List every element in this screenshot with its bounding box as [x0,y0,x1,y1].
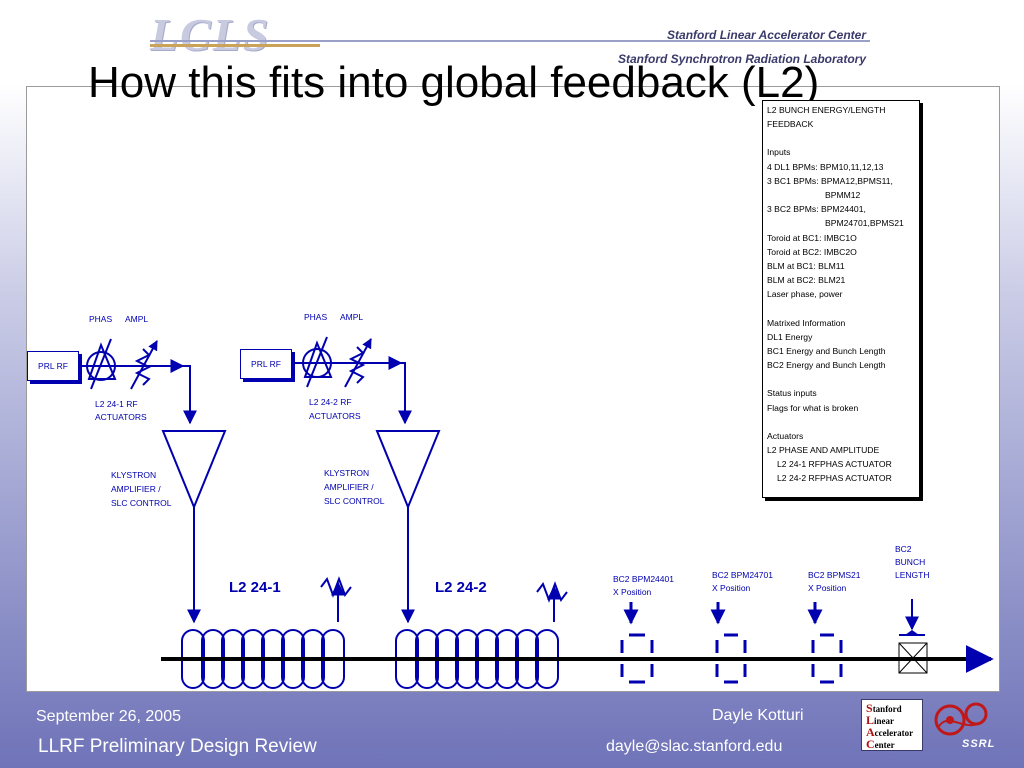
bpm-24701-symbol [710,602,747,684]
klystron-label-1c: SLC CONTROL [111,498,172,508]
bpm-24401-label-b: X Position [613,587,652,597]
actuators-label-1b: ACTUATORS [95,412,147,422]
footer-review: LLRF Preliminary Design Review [38,736,317,757]
info-line: L2 24-2 RFPHAS ACTUATOR [777,473,892,484]
info-line: L2 BUNCH ENERGY/LENGTH [767,105,886,115]
info-line: 4 DL1 BPMs: BPM10,11,12,13 [767,161,884,172]
station-2 [273,336,568,689]
phas-label-1: PHAS [89,314,113,324]
klystron-label-2a: KLYSTRON [324,468,370,478]
footer-author: Dayle Kotturi [712,707,804,724]
info-spacer [767,372,915,386]
info-line: Inputs [767,147,791,158]
rf-probe-symbol-2 [536,581,568,622]
info-spacer [767,131,915,145]
rf-to-klystron-line [398,362,412,425]
bpm-24701-label-a: BC2 BPM24701 [712,570,773,580]
bpm-24401-label-a: BC2 BPM24401 [613,574,674,584]
feedback-info-box: L2 BUNCH ENERGY/LENGTH FEEDBACK Inputs 4… [762,100,920,498]
bpm-24701-label-b: X Position [712,583,751,593]
actuators-label-2b: ACTUATORS [309,411,361,421]
feedback-diagram [57,336,994,689]
amplitude-attenuator-symbol [344,338,372,388]
info-line: BC2 Energy and Bunch Length [767,360,886,371]
klystron-amplifier-symbol [375,430,441,510]
bunch-length-label-b: BUNCH [895,557,926,567]
footer-email: dayle@slac.stanford.edu [606,738,783,755]
amplitude-attenuator-symbol [130,340,158,390]
klystron-amplifier-symbol [161,430,227,510]
info-spacer [767,302,915,316]
bunch-length-label-a: BC2 [895,544,912,554]
info-line: 3 BC2 BPMs: BPM24401, [767,204,866,215]
klystron-label-2b: AMPLIFIER / [324,482,374,492]
bpm-s21-label-a: BC2 BPMS21 [808,570,861,580]
info-line: BLM at BC1: BLM11 [767,261,845,272]
section-label-2: L2 24-2 [435,579,487,596]
ampl-label-2: AMPL [340,312,364,322]
info-line: Laser phase, power [767,289,843,300]
phase-shifter-symbol [302,336,333,388]
actuators-label-2a: L2 24-2 RF [309,397,352,407]
info-line: BC1 Energy and Bunch Length [767,346,886,357]
slide-title: How this fits into global feedback (L2) [88,58,820,107]
ssrl-name: Stanford Synchrotron Radiation Laborator… [617,52,866,66]
slide-header: LCLS Stanford Linear Accelerator Center … [0,0,1024,86]
info-line: Toroid at BC1: IMBC1O [767,232,857,243]
actuators-label-1a: L2 24-1 RF [95,399,138,409]
klystron-label-1b: AMPLIFIER / [111,484,161,494]
station-1 [57,338,352,689]
phas-label-2: PHAS [304,312,328,322]
info-line: L2 PHASE AND AMPLITUDE [767,445,880,456]
info-line: DL1 Energy [767,331,813,342]
info-line: Actuators [767,430,804,441]
bpm-s21-label-b: X Position [808,583,847,593]
header-divider [150,40,870,42]
rf-probe-symbol-1 [320,576,352,622]
ssrl-logo-icon [934,702,988,736]
bunch-length-label-c: LENGTH [895,570,930,580]
ssrl-logo-text: SSRL [962,738,996,750]
info-line: BLM at BC2: BLM21 [767,275,846,286]
slac-logo: Stanford Linear Accelerator Center [861,699,923,751]
info-line: BPMM12 [825,190,861,201]
info-line: Status inputs [767,388,817,399]
bpm-s21-symbol [807,602,843,684]
bunch-length-monitor-symbol [898,599,928,674]
info-line: BPM24701,BPMS21 [825,218,904,229]
info-spacer [767,415,915,429]
rf-to-klystron-line [183,365,197,425]
lcls-logo: LCLS [150,9,271,60]
prl-rf-box-1: PRL RF [27,351,79,381]
info-line: Flags for what is broken [767,402,859,413]
klystron-label-2c: SLC CONTROL [324,496,385,506]
info-line: Toroid at BC2: IMBC2O [767,246,857,257]
info-line: L2 24-1 RFPHAS ACTUATOR [777,459,892,470]
slac-name: Stanford Linear Accelerator Center [667,28,866,42]
klystron-label-1a: KLYSTRON [111,470,157,480]
info-line: 3 BC1 BPMs: BPMA12,BPMS11, [767,175,893,186]
footer-date: September 26, 2005 [36,708,181,725]
ampl-label-1: AMPL [125,314,149,324]
info-line: FEEDBACK [767,119,814,130]
section-label-1: L2 24-1 [229,579,281,596]
header-accent-bar [150,44,320,47]
bpm-24401-symbol [620,602,654,684]
info-line: Matrixed Information [767,317,846,328]
prl-rf-box-2: PRL RF [240,349,292,379]
phase-shifter-symbol [86,338,117,390]
